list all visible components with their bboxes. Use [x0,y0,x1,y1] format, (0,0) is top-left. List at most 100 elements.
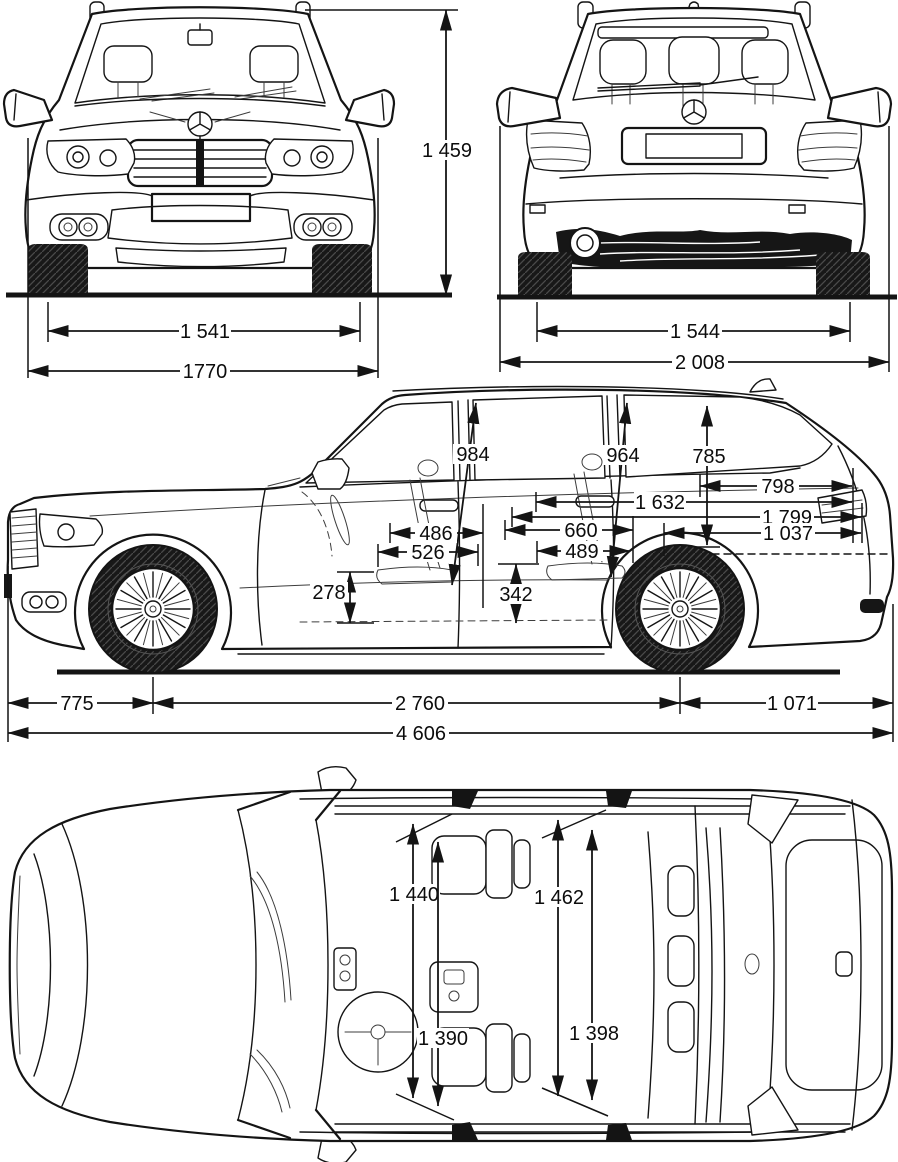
dim-label-984: 984 [456,444,489,466]
front-seat-top-plan [431,829,531,899]
rear-headrest-center [668,36,720,85]
dim-label-660: 660 [564,520,597,542]
dim-label-1459: 1 459 [422,140,472,162]
rear-view: 1 544 2 008 [495,1,897,374]
dim-front-track: 1 541 [47,302,361,343]
rear-headrest-left [599,39,647,85]
front-tire-left [28,244,88,293]
mb-star-badge [187,111,213,141]
exhaust-tip [576,234,594,252]
dim-label-1541: 1 541 [180,321,230,343]
front-tire-right [312,244,372,293]
dim-342: 342 [496,563,539,624]
dim-1037: 1 037 [663,523,862,556]
roof-rail [392,385,784,400]
side-mirror-left [2,88,54,128]
spoiler-edge [851,799,862,1131]
tailgate-latch [835,951,853,977]
license-plate [150,192,252,223]
a-pillars [236,789,342,1141]
rear-view-car [495,1,893,295]
reflector-left [529,204,546,214]
windshield-top [315,819,329,1111]
dim-1390: 1 390 [417,841,469,1107]
rear-tire-left [518,252,572,295]
hood-lines [33,823,89,1107]
side-mirror-left [495,86,562,128]
roof-rails-top [334,805,851,1133]
top-view: 1 440 1 390 1 462 1 398 [8,765,894,1162]
side-mirror [311,458,350,490]
dim-1632: 1 632 [535,492,853,514]
reflector-right [788,204,806,214]
dim-label-2760: 2 760 [395,693,445,715]
dim-label-278: 278 [312,582,345,604]
tailgate-opening [785,839,883,1091]
dim-label-798: 798 [761,476,794,498]
front-view: 1 541 1770 1 459 [2,1,474,383]
dash-stack [333,947,357,991]
windshield-base [237,809,257,1121]
foglight-left [49,213,109,241]
dim-label-489: 489 [565,541,598,563]
foglight-right [293,213,353,241]
dim-1462: 1 462 [533,819,585,1097]
dim-front-overall-width: 1770 [27,138,379,383]
dim-489: 489 [536,541,631,563]
dim-1398: 1 398 [568,829,620,1101]
exhaust-tip-side [860,599,884,613]
headlight-left [46,138,136,177]
rearview-mirror [187,29,213,46]
dim-1440: 1 440 [388,823,440,1099]
dim-rear-track: 1 544 [536,302,851,343]
dim-bottom-chain: 775 2 760 1 071 4 606 [7,566,894,745]
bumper-mesh [107,204,293,245]
rear-headrest-right [741,39,789,85]
dim-label-486: 486 [419,523,452,545]
d-pillars [747,794,799,1136]
dim-overall-height: 1 459 [305,9,474,296]
dim-label-342: 342 [499,584,532,606]
wipers-top [249,871,292,1113]
mb-star-badge [681,99,707,125]
dim-wheelbase: 2 760 [152,693,681,715]
taillight-right [797,119,863,172]
steering-wheel-side [330,494,350,546]
headlight [38,513,104,548]
rear-window [572,17,816,101]
dim-label-1440: 1 440 [389,884,439,906]
top-view-car [8,765,894,1162]
dim-label-526: 526 [411,542,444,564]
dim-label-1632: 1 632 [635,492,685,514]
cargo-window [623,394,833,478]
rear-window-line [767,811,775,1119]
rear-tire-right [816,252,870,295]
dim-overall-length: 4 606 [7,723,894,745]
taillight-left [525,119,591,172]
slanted-extension-ticks [395,809,609,1121]
headlight-right [264,138,354,177]
dim-label-2008: 2 008 [675,352,725,374]
dim-785: 785 [689,405,729,548]
wipers [139,86,297,102]
headrest-right [249,45,299,83]
rear-bench-plan [647,827,713,1123]
dim-486: 486 [389,504,484,608]
lower-grille-strip [115,247,287,268]
dim-label-4606: 4 606 [396,723,446,745]
dim-label-1462: 1 462 [534,887,584,909]
side-mirror-right [344,88,396,128]
dim-label-1544: 1 544 [670,321,720,343]
dim-rear-overhang: 1 071 [679,693,894,715]
dim-660: 660 [504,516,634,563]
dim-label-785: 785 [692,446,725,468]
dim-label-775: 775 [60,693,93,715]
rear-wheel [614,543,746,675]
cargo-area-plan [719,827,883,1123]
dim-278: 278 [310,571,374,624]
side-mirror-right [826,86,893,128]
rear-license-plate [645,133,743,159]
dim-label-1071: 1 071 [767,693,817,715]
